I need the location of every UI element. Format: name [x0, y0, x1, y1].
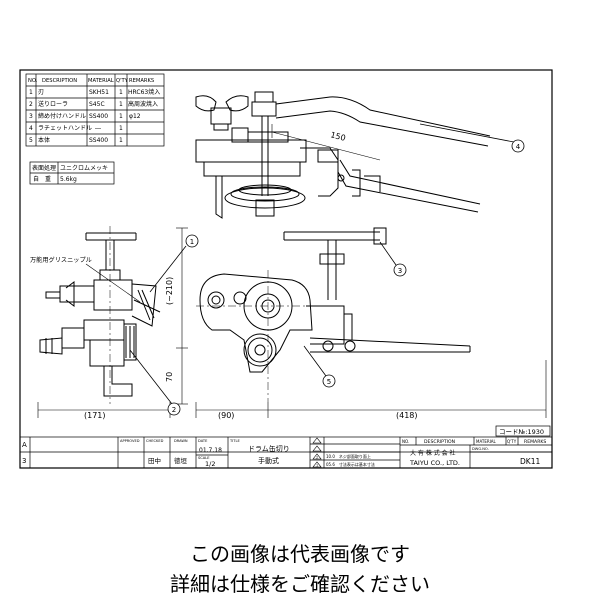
title-block: [19, 436, 553, 469]
parts-row-2-no: 2: [29, 101, 33, 108]
drawer-name: 徳垣: [174, 456, 188, 465]
parts-header-description: DESCRIPTION: [42, 78, 77, 84]
parts-table: [25, 73, 165, 147]
balloon-5-leader: [303, 345, 327, 377]
right-header-description: DESCRIPTION: [424, 439, 455, 445]
scale-label: SCALE: [198, 456, 210, 460]
balloon-3-circle: [393, 263, 407, 277]
representative-image-notice: この画像は代表画像です: [190, 542, 410, 566]
top-view: [195, 91, 491, 219]
tolerance-number-3: 2: [316, 456, 318, 460]
approved-label: APPROVED: [120, 439, 140, 443]
parts-row-4-material: ―: [95, 125, 101, 132]
tolerance-triangle-2: [312, 445, 322, 452]
front-view: [195, 227, 547, 418]
dimension-70: 70: [165, 372, 174, 382]
tolerance-text-4: 05.6 寸法表示は基本寸法: [326, 461, 375, 467]
drawing-scale: 1/2: [205, 460, 215, 468]
parts-row-3-description: 締め付けハンドル: [38, 112, 86, 120]
drawn-label: DRAWN: [174, 439, 188, 443]
balloon-4-number: 4: [516, 143, 521, 151]
grease-nipple-label: 万能用グリスニップル: [30, 256, 92, 264]
balloon-1-leader: [149, 245, 187, 293]
balloon-1-circle: [185, 234, 199, 248]
balloon-3-number: 3: [398, 267, 402, 275]
parts-row-4-description: ラチェットハンドル: [38, 125, 92, 132]
parts-row-1-description: 刃: [38, 89, 44, 96]
right-header-remarks: REMARKS: [524, 439, 546, 445]
parts-header-no: NO.: [28, 78, 38, 84]
parts-row-3-remarks: φ12: [129, 113, 141, 120]
spec-weight-label: 自 重: [33, 175, 51, 183]
balloon-1-number: 1: [190, 238, 194, 246]
title-row-3: 3: [22, 457, 26, 465]
parts-header-remarks: REMARKS: [129, 78, 154, 84]
code-box: [495, 425, 551, 437]
parts-row-4-qty: 1: [119, 125, 123, 132]
parts-row-2-description: 送りローラ: [38, 100, 68, 108]
tolerance-triangle-3: [312, 453, 322, 460]
code-number: コード№:1930: [499, 428, 544, 436]
spec-weight-value: 5.6kg: [60, 176, 77, 183]
side-view: [37, 226, 188, 418]
parts-row-1-remarks: HRC63焼入: [128, 88, 160, 96]
title-row-a: A: [22, 441, 27, 449]
parts-row-5-qty: 1: [119, 137, 123, 144]
tolerance-triangle-1: [312, 437, 322, 444]
balloon-4-leader: [419, 123, 515, 143]
dimension-150: 150: [329, 130, 346, 143]
balloon-5-circle: [322, 374, 336, 388]
company-name-en: TAIYU CO., LTD.: [409, 459, 460, 467]
right-header-qty: Q'TY: [507, 439, 517, 444]
parts-row-2-material: S45C: [89, 101, 105, 108]
parts-row-2-qty: 1: [119, 101, 123, 108]
company-name-jp: 大 有 株 式 会 社: [410, 449, 456, 457]
dwg-no: DK11: [520, 457, 540, 466]
balloon-3-leader: [379, 241, 397, 266]
drawing-title-line2: 手動式: [258, 456, 279, 465]
parts-row-2-remarks: 高周波焼入: [128, 100, 158, 108]
parts-row-1-qty: 1: [119, 89, 123, 96]
parts-header-qty: Q'TY: [116, 78, 129, 84]
spec-table: [29, 161, 115, 185]
parts-row-3-qty: 1: [119, 113, 123, 120]
dimension-418: (418): [396, 411, 418, 420]
parts-row-3-material: SS400: [89, 113, 108, 120]
drawing-date: 01.7.18: [199, 447, 222, 454]
parts-row-5-material: SS400: [89, 137, 108, 144]
dimension-171: (171): [84, 411, 106, 420]
tolerance-text-3: 10.0 ネジ部面取り面上: [326, 453, 371, 459]
balloon-2-leader: [129, 349, 173, 405]
parts-row-3-no: 3: [29, 113, 33, 120]
parts-row-1-material: SKH51: [89, 89, 109, 96]
tolerance-triangle-4: [312, 461, 322, 468]
dimension-90: (90): [218, 411, 234, 420]
grease-leader-line: [85, 263, 141, 303]
drawing-title-line1: ドラム缶切り: [248, 444, 290, 453]
right-header-no: NO.: [402, 439, 409, 444]
balloon-2-number: 2: [172, 406, 176, 414]
parts-row-1-no: 1: [29, 89, 33, 96]
right-header-material: MATERIAL: [476, 439, 497, 444]
check-specifications-notice: 詳細は仕様をご確認ください: [170, 572, 430, 596]
tolerance-number-4: 1: [316, 464, 318, 468]
dwg-no-label: DWG.NO.: [472, 447, 489, 451]
title-label: TITLE: [229, 439, 240, 443]
balloon-5-number: 5: [327, 378, 331, 386]
parts-header-material: MATERIAL: [88, 78, 114, 84]
parts-row-4-no: 4: [29, 125, 33, 132]
checked-label: CHECKED: [146, 439, 164, 443]
date-label: DATE: [198, 439, 208, 443]
balloon-2-circle: [167, 402, 181, 416]
balloon-4-circle: [511, 139, 525, 153]
checker-name: 田中: [148, 456, 161, 465]
spec-surface-value: ユニクロムメッキ: [60, 165, 108, 172]
dimension-210: (~210): [165, 277, 174, 305]
parts-row-5-description: 本体: [38, 136, 50, 144]
spec-surface-label: 表面処理: [32, 164, 56, 172]
parts-row-5-no: 5: [29, 137, 33, 144]
